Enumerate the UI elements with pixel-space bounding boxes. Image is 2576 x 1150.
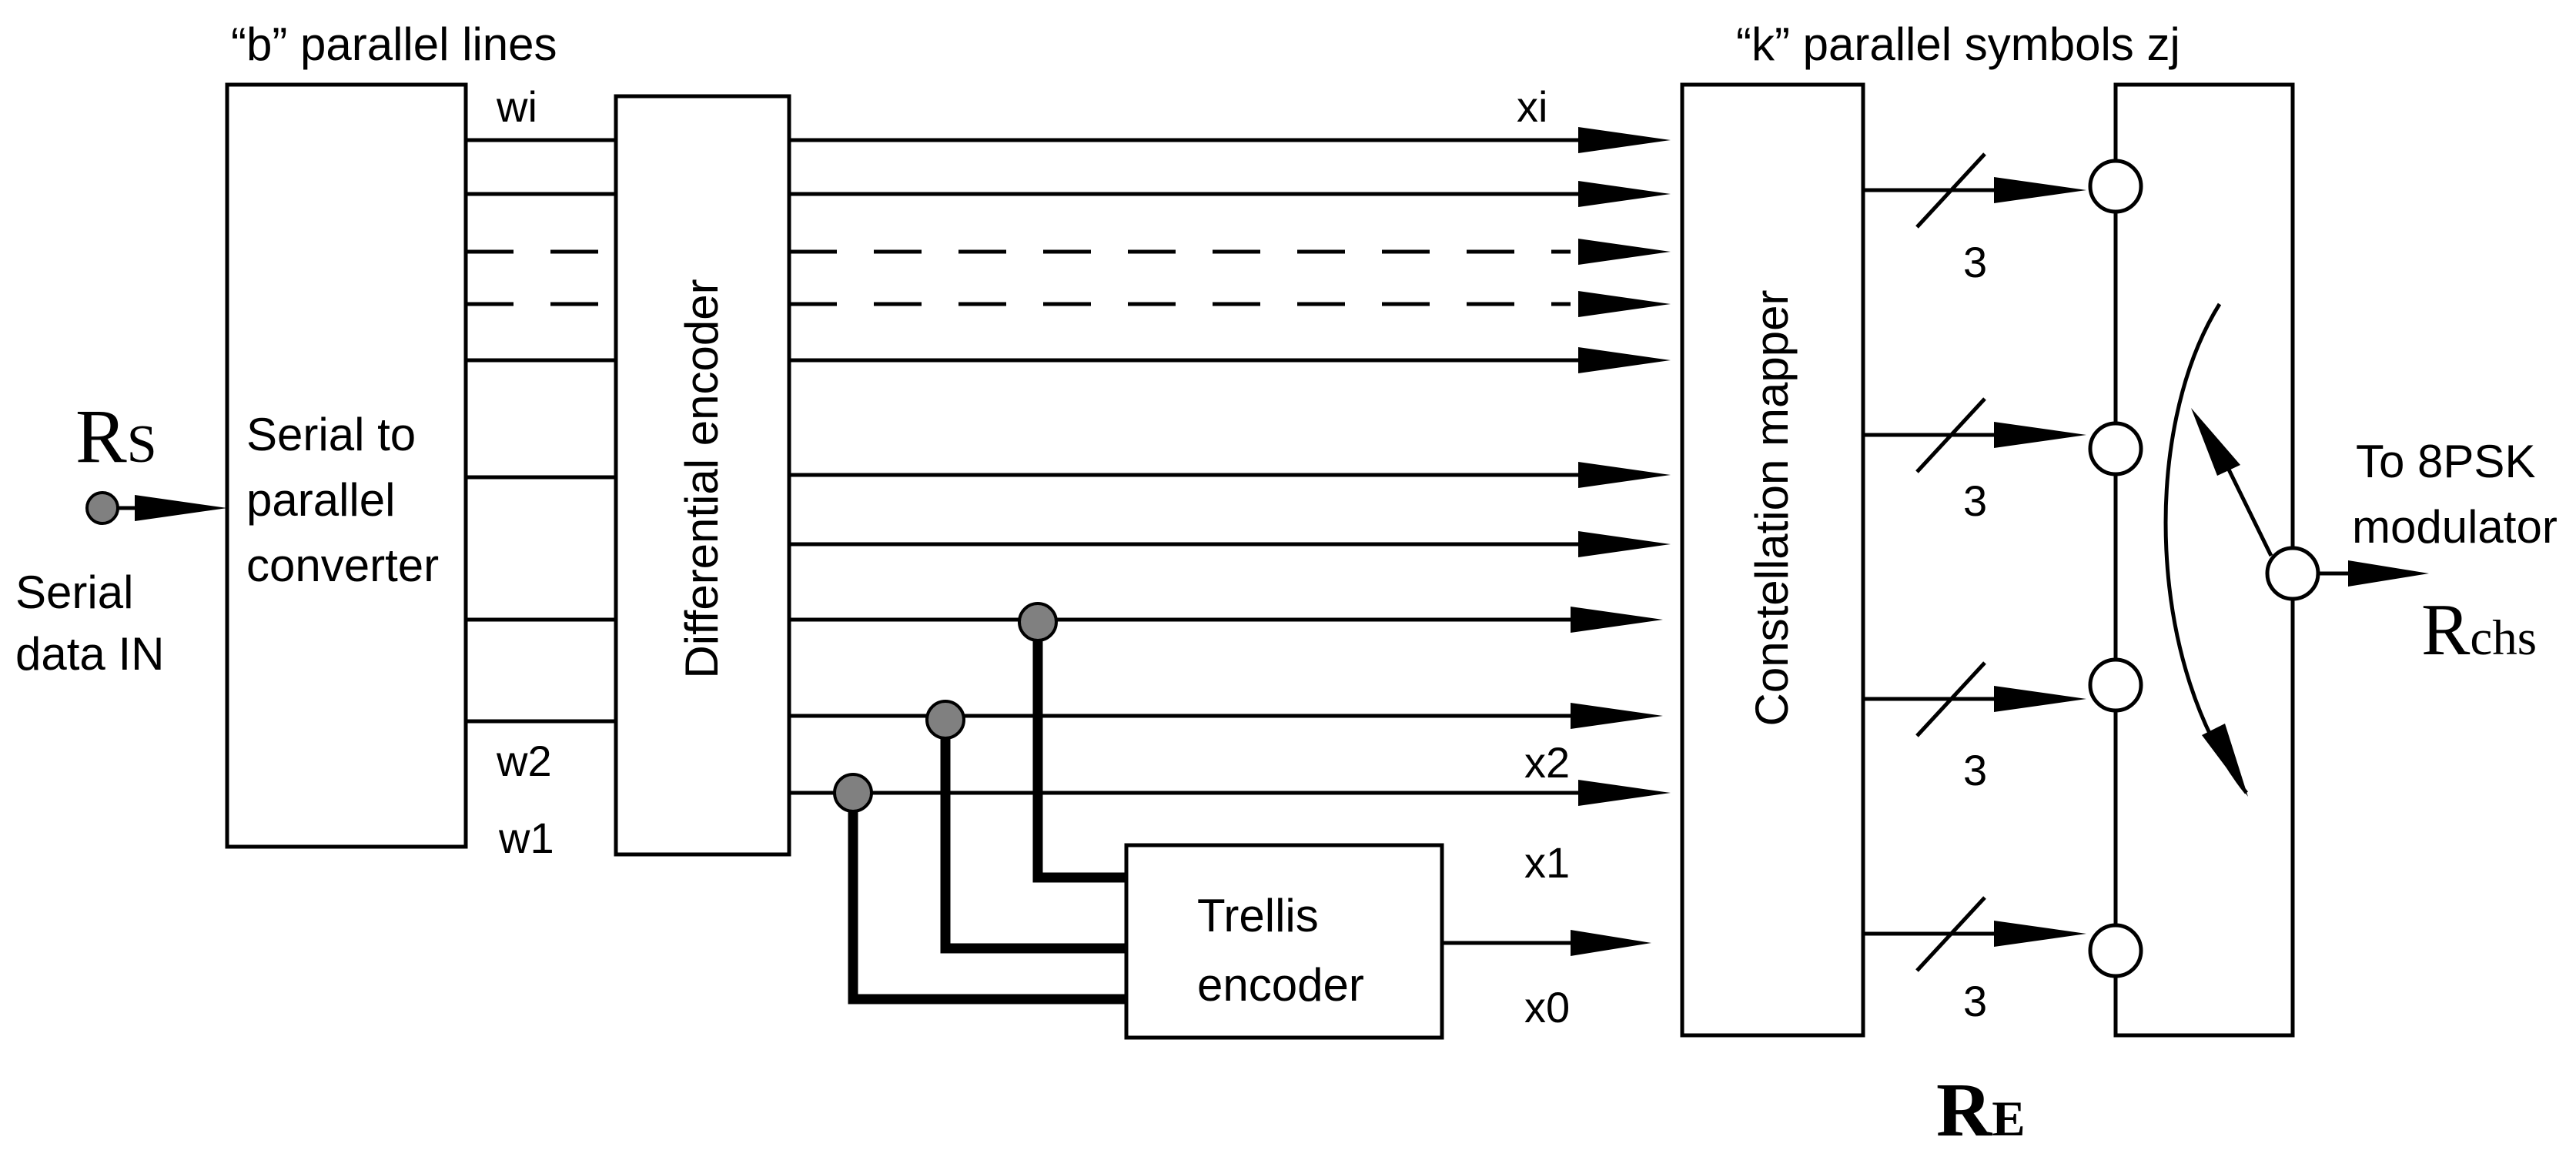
- differential-encoder-block: [614, 94, 791, 857]
- de-arrow-x2: [1578, 780, 1671, 806]
- serial-input-node: [85, 491, 119, 525]
- serial-to-parallel-block: [225, 82, 468, 849]
- bit-width-label-4: 3: [1963, 977, 1987, 1025]
- x2-label: x2: [1524, 738, 1570, 787]
- commutator-block: [2113, 82, 2295, 1038]
- tap-node-2: [925, 700, 965, 740]
- bit-width-label-3: 3: [1963, 746, 1987, 794]
- constellation-mapper-block: [1680, 82, 1865, 1038]
- wi-label: wi: [496, 82, 537, 131]
- de-arrow-dash-1: [1578, 239, 1671, 265]
- bit-width-label-1: 3: [1963, 238, 1987, 286]
- serial-input-arrowhead: [135, 495, 227, 521]
- de-arrow-xi: [1578, 127, 1671, 153]
- sp-block-title-3: converter: [246, 540, 439, 591]
- tap-node-3: [833, 773, 873, 813]
- bus-slash-4: [1915, 896, 1986, 972]
- switch-arrow-up: [2191, 408, 2240, 476]
- trellis-encoder-block: [1124, 843, 1444, 1040]
- sp-block-title-2: parallel: [246, 474, 395, 526]
- modulator-output-arrow: [2348, 560, 2429, 587]
- trellis-arrow-x0: [1571, 930, 1651, 956]
- rs-label: RS: [75, 393, 157, 479]
- constellation-mapper-title: Constellation mapper: [1746, 290, 1798, 727]
- switch-arm: [2226, 468, 2273, 557]
- bus-slash-2: [1915, 397, 1986, 473]
- bus-slash-3: [1915, 661, 1986, 737]
- bus-slash-1: [1915, 152, 1986, 229]
- trellis-title-2: encoder: [1197, 959, 1364, 1011]
- b-parallel-lines-label: “b” parallel lines: [231, 18, 557, 70]
- commutator-output-port: [2265, 546, 2320, 601]
- de-arrow-dash-2: [1578, 291, 1671, 317]
- de-arrow-8: [1571, 607, 1663, 633]
- trellis-bus-3: [848, 793, 1126, 1005]
- rchs-label: Rchs: [2421, 589, 2537, 670]
- de-arrow-2: [1578, 181, 1671, 207]
- xi-label: xi: [1517, 82, 1547, 131]
- trellis-bus-2: [940, 720, 1126, 954]
- serial-in-label-2: data IN: [15, 628, 164, 680]
- de-arrow-5: [1578, 347, 1671, 373]
- de-arrow-9: [1571, 703, 1663, 729]
- switch-arrow-down: [2202, 724, 2248, 797]
- to-modulator-label-1: To 8PSK: [2356, 436, 2535, 487]
- re-label: RE: [1936, 1067, 2026, 1150]
- de-arrow-6: [1578, 462, 1671, 488]
- commutator-port-3: [2088, 657, 2143, 713]
- cm-arrow-4: [1994, 921, 2086, 947]
- to-modulator-label-2: modulator: [2352, 501, 2558, 553]
- cm-arrow-1: [1994, 177, 2086, 203]
- x1-label: x1: [1524, 838, 1570, 887]
- w2-label: w2: [496, 737, 552, 785]
- x0-label: x0: [1524, 983, 1570, 1031]
- commutator-port-2: [2088, 421, 2143, 476]
- w1-label: w1: [498, 814, 554, 862]
- commutator-port-4: [2088, 923, 2143, 978]
- de-arrow-7: [1578, 531, 1671, 557]
- differential-encoder-title: Differential encoder: [676, 279, 728, 678]
- serial-in-label-1: Serial: [15, 567, 133, 618]
- bit-width-label-2: 3: [1963, 476, 1987, 525]
- commutator-port-1: [2088, 159, 2143, 214]
- cm-arrow-2: [1994, 422, 2086, 448]
- k-parallel-symbols-label: “k” parallel symbols zj: [1736, 18, 2180, 70]
- sp-block-title-1: Serial to: [246, 409, 416, 460]
- cm-arrow-3: [1994, 686, 2086, 712]
- tap-node-1: [1018, 602, 1058, 642]
- trellis-title-1: Trellis: [1197, 890, 1319, 941]
- trellis-bus-1: [1032, 620, 1126, 883]
